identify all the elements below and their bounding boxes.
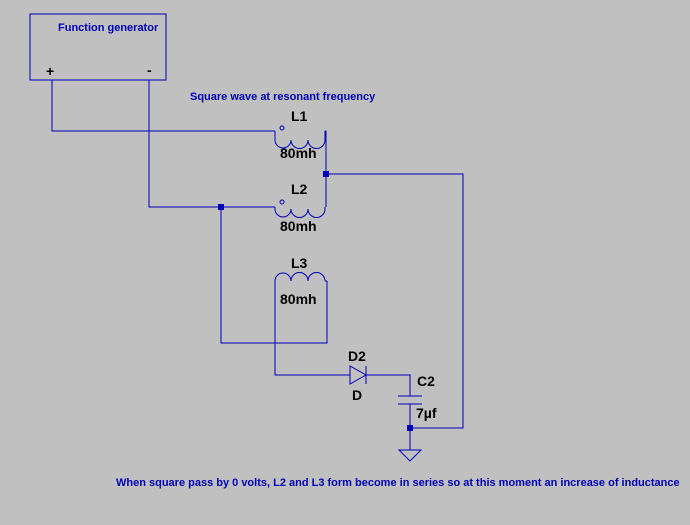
diode-model: D: [352, 387, 362, 403]
function-generator-title: Function generator: [58, 22, 159, 34]
l1-name: L1: [291, 108, 308, 124]
wires: [51, 80, 464, 450]
junction-dot: [218, 204, 224, 210]
diode-d2[interactable]: [349, 365, 368, 385]
l2-name: L2: [291, 181, 308, 197]
wire-right-return: [326, 173, 464, 429]
wire-diode-to-cap: [366, 374, 411, 396]
plus-terminal-label: +: [46, 63, 54, 79]
ground-symbol: [397, 449, 423, 462]
ground-triangle: [397, 449, 423, 462]
polarity-dot: [279, 199, 285, 205]
l1-value: 80mh: [280, 145, 317, 161]
junction-dot: [323, 171, 329, 177]
inductor-l2[interactable]: [274, 199, 326, 218]
note-square-wave: Square wave at resonant frequency: [190, 91, 376, 103]
wire-node-to-l3-right: [220, 207, 328, 344]
inductor-l3[interactable]: [274, 272, 327, 282]
junction-dot: [407, 425, 413, 431]
wire-l3-to-diode: [274, 281, 350, 376]
note-explanation: When square pass by 0 volts, L2 and L3 f…: [116, 477, 680, 489]
diode-name: D2: [348, 348, 366, 364]
inductor-coil: [274, 131, 326, 149]
function-generator[interactable]: Function generator + -: [29, 13, 167, 81]
l3-name: L3: [291, 255, 308, 271]
wire-plus-to-l1: [51, 80, 275, 132]
wire-minus-to-l2: [148, 80, 275, 208]
capacitor-c2[interactable]: [398, 395, 422, 405]
l2-value: 80mh: [280, 218, 317, 234]
capacitor-value: 7µf: [416, 405, 437, 421]
l3-value: 80mh: [280, 291, 317, 307]
diode-triangle: [349, 365, 368, 385]
capacitor-name: C2: [417, 373, 435, 389]
minus-terminal-label: -: [147, 62, 152, 78]
function-generator-box: [29, 13, 167, 81]
inductor-l1[interactable]: [274, 125, 326, 149]
inductor-coil: [274, 272, 326, 282]
inductor-coil: [274, 207, 326, 218]
polarity-dot: [279, 125, 285, 131]
